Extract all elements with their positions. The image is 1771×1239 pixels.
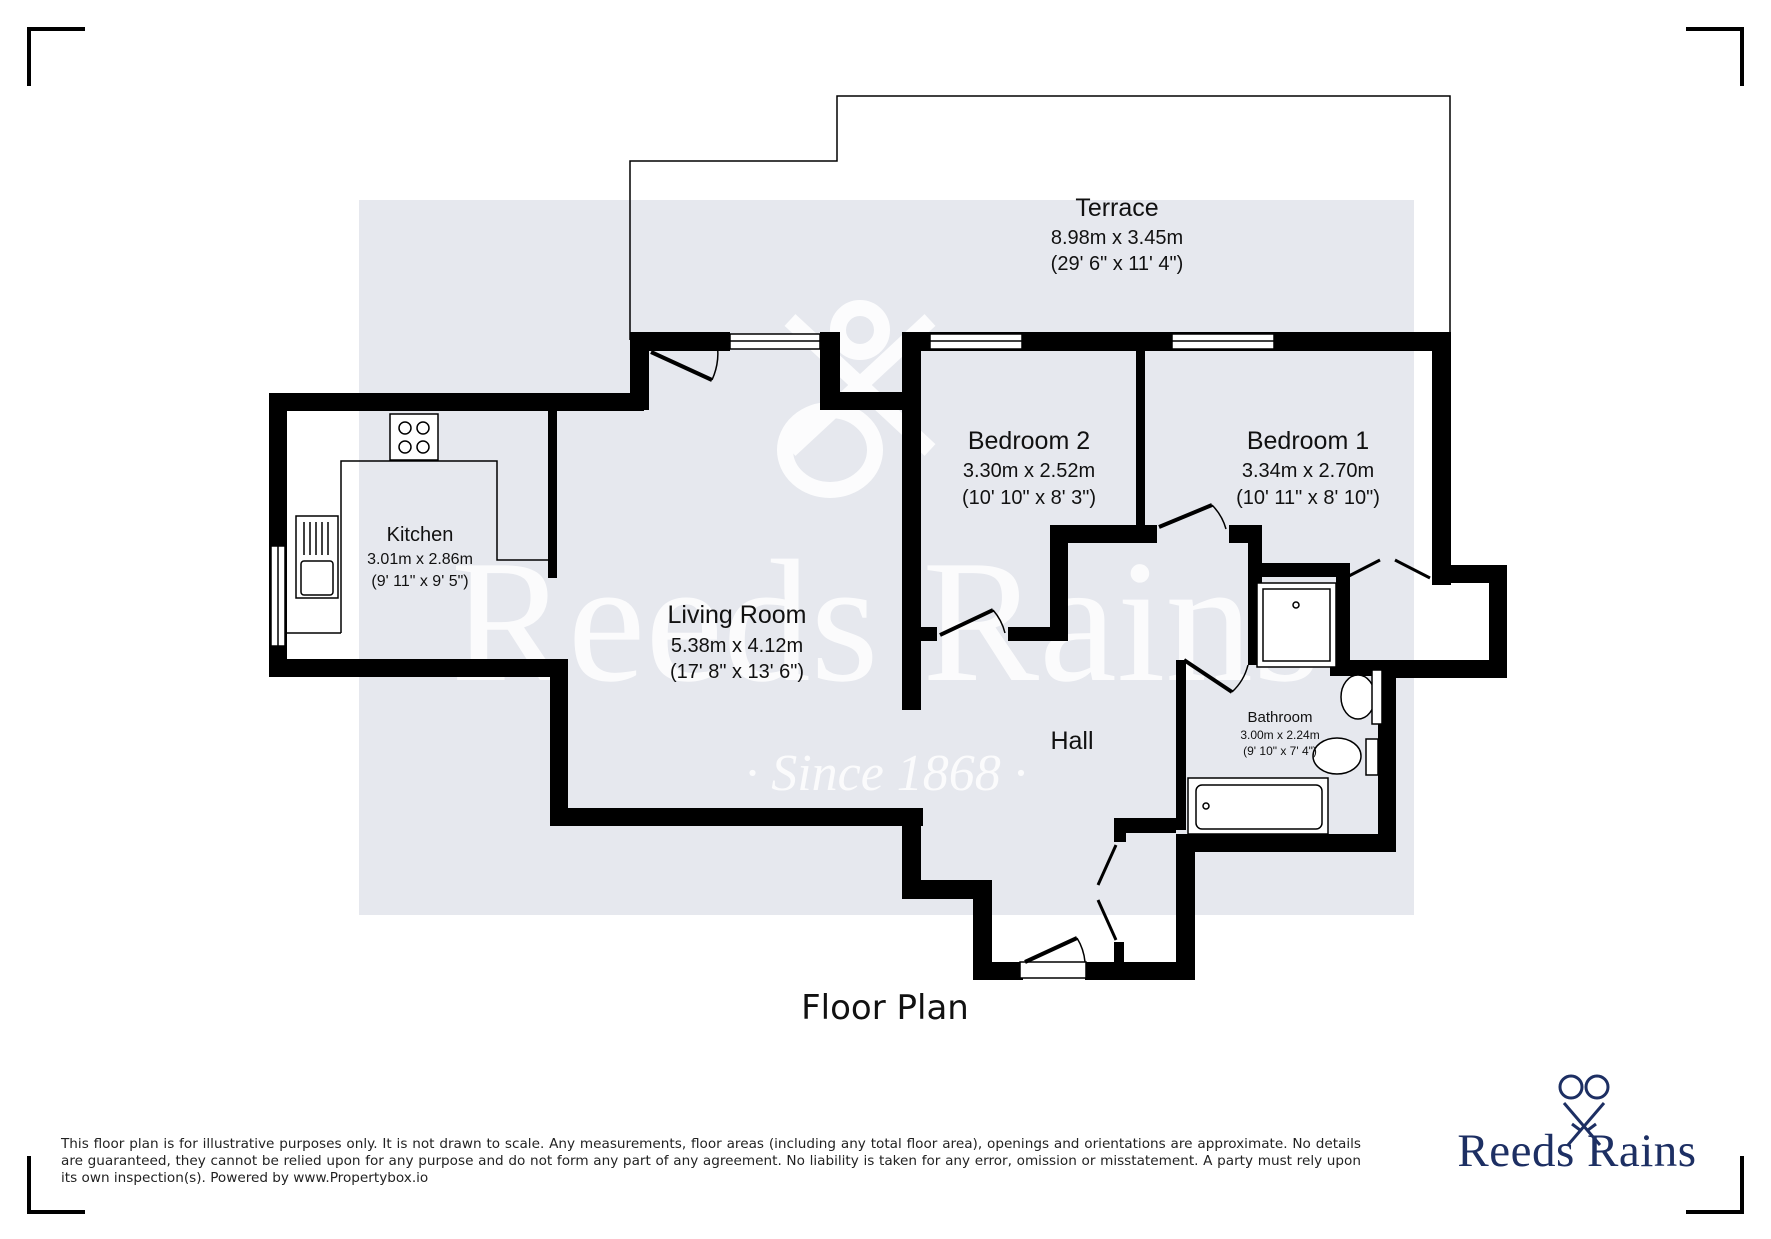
living-room-metric: 5.38m x 4.12m [671, 635, 803, 657]
reeds-rains-keys-logo [1558, 1074, 1610, 1146]
bathroom-metric: 3.00m x 2.24m [1240, 728, 1319, 742]
kitchen-name: Kitchen [387, 524, 454, 546]
terrace-metric: 8.98m x 3.45m [1051, 227, 1183, 249]
kitchen-fittings [287, 413, 548, 634]
bathroom-fittings [1187, 582, 1383, 835]
living-room-imperial: (17' 8" x 13' 6") [670, 661, 804, 683]
room-living-room: Living Room 5.38m x 4.12m (17' 8" x 13' … [668, 601, 807, 683]
terrace-name: Terrace [1075, 194, 1158, 222]
room-hall: Hall [1050, 727, 1093, 755]
living-room-name: Living Room [668, 601, 807, 629]
bathroom-imperial: (9' 10" x 7' 4") [1243, 744, 1317, 758]
disclaimer-text: This floor plan is for illustrative purp… [61, 1136, 1361, 1186]
terrace-outline [629, 95, 1451, 340]
bedroom-1-name: Bedroom 1 [1247, 427, 1369, 455]
room-bedroom-1: Bedroom 1 3.34m x 2.70m (10' 11" x 8' 10… [1236, 427, 1380, 509]
plan-title: Floor Plan [801, 988, 969, 1028]
bedroom-1-imperial: (10' 11" x 8' 10") [1236, 487, 1380, 509]
bedroom-1-metric: 3.34m x 2.70m [1242, 460, 1374, 482]
brand-logo-text: Reeds Rains [1457, 1125, 1697, 1177]
bedroom-2-name: Bedroom 2 [968, 427, 1090, 455]
bathroom-name: Bathroom [1247, 709, 1312, 726]
hall-name: Hall [1050, 727, 1093, 755]
bedroom-2-imperial: (10' 10" x 8' 3") [962, 487, 1096, 509]
doors [650, 337, 1431, 964]
kitchen-metric: 3.01m x 2.86m [367, 551, 473, 568]
watermark-since: · Since 1868 · [745, 745, 1027, 802]
kitchen-imperial: (9' 11" x 9' 5") [371, 573, 468, 590]
room-bedroom-2: Bedroom 2 3.30m x 2.52m (10' 10" x 8' 3"… [962, 427, 1096, 509]
room-kitchen: Kitchen 3.01m x 2.86m (9' 11" x 9' 5") [367, 524, 473, 590]
crop-marks [27, 27, 1744, 1214]
watermark-brand: Reeds Rains [451, 524, 1321, 718]
terrace-imperial: (29' 6" x 11' 4") [1051, 253, 1184, 275]
room-terrace: Terrace 8.98m x 3.45m (29' 6" x 11' 4") [1051, 194, 1184, 275]
windows [270, 333, 1275, 979]
room-bathroom: Bathroom 3.00m x 2.24m (9' 10" x 7' 4") [1240, 709, 1319, 758]
bedroom-2-metric: 3.30m x 2.52m [963, 460, 1095, 482]
